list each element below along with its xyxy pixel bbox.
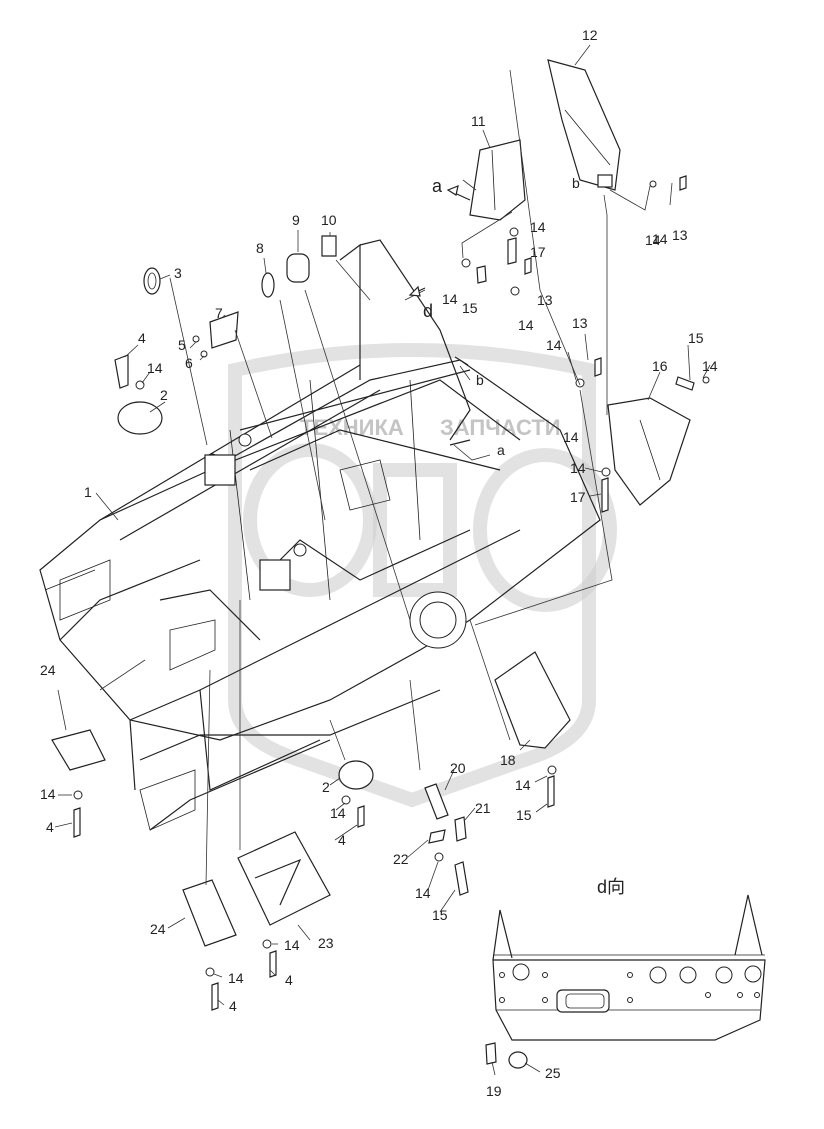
plate-7 <box>209 311 239 349</box>
view-marks: a a b b d d向 <box>423 175 625 897</box>
callout-14: 14 <box>702 358 718 374</box>
view-mark-a: a <box>432 176 443 196</box>
pin-20 <box>424 783 449 820</box>
callout-15: 15 <box>432 907 448 923</box>
callout-14: 14 <box>284 937 300 953</box>
callout-15: 15 <box>688 330 704 346</box>
callout-1: 1 <box>84 484 92 500</box>
parts <box>51 59 710 1011</box>
callout-6: 6 <box>185 355 193 371</box>
callout-17: 17 <box>530 244 546 260</box>
grommet-8 <box>261 272 275 298</box>
cover-23 <box>237 831 331 926</box>
callout-15: 15 <box>462 300 478 316</box>
callout-11: 11 <box>471 113 486 129</box>
callout-16: 16 <box>652 358 668 374</box>
callout-14: 14 <box>570 460 586 476</box>
callout-13: 13 <box>572 315 588 331</box>
callout-8: 8 <box>256 240 264 256</box>
callout-14: 14 <box>530 219 546 235</box>
bracket-11 <box>469 139 526 221</box>
callout-4: 4 <box>138 330 146 346</box>
callout-24: 24 <box>40 662 56 678</box>
callout-15: 15 <box>516 807 532 823</box>
view-mark-b: b <box>476 372 484 388</box>
callout-5: 5 <box>178 337 186 353</box>
view-d-detail <box>485 894 766 1069</box>
callout-19: 19 <box>486 1083 502 1099</box>
callout-labels: 1 2 2 3 4 4 4 4 4 5 6 7 8 9 10 11 12 13 … <box>40 27 718 1099</box>
view-mark-d: d <box>423 301 433 321</box>
callout-25: 25 <box>545 1065 561 1081</box>
callout-14: 14 <box>546 337 562 353</box>
callout-14: 14 <box>40 786 56 802</box>
fitting-25 <box>508 1051 528 1069</box>
callout-13: 13 <box>672 227 688 243</box>
callout-14: 14 <box>415 885 431 901</box>
callout-4: 4 <box>46 819 54 835</box>
callout-2: 2 <box>322 779 330 795</box>
callout-9: 9 <box>292 212 300 228</box>
callout-17: 17 <box>570 489 586 505</box>
watermark: ТЕХНИКА ЗАПЧАСТИ <box>228 343 617 808</box>
callout-14: 14 <box>518 317 534 333</box>
callout-3: 3 <box>174 265 182 281</box>
callout-14: 14 <box>442 291 458 307</box>
callout-14: 14 <box>645 232 661 248</box>
cover-24-left <box>51 729 106 771</box>
callout-13: 13 <box>537 292 553 308</box>
view-mark-b: b <box>572 175 580 191</box>
callout-14: 14 <box>330 805 346 821</box>
leader-lines <box>54 44 711 1076</box>
callout-4: 4 <box>285 972 293 988</box>
callout-21: 21 <box>475 800 491 816</box>
view-mark-a: a <box>497 442 505 458</box>
cover-18 <box>494 651 571 749</box>
callout-10: 10 <box>321 212 337 228</box>
callout-23: 23 <box>318 935 334 951</box>
callout-22: 22 <box>393 851 409 867</box>
callout-14: 14 <box>652 231 668 247</box>
grommet-3 <box>143 267 161 295</box>
callout-7: 7 <box>215 305 223 321</box>
bolt-4-top <box>114 354 129 389</box>
callout-2: 2 <box>160 387 168 403</box>
pin-10 <box>321 235 337 257</box>
cover-2-bottom <box>338 760 374 790</box>
callout-24: 24 <box>150 921 166 937</box>
callout-20: 20 <box>450 760 466 776</box>
bracket-16 <box>607 397 691 506</box>
cover-24-bottom <box>182 879 237 947</box>
view-arrows <box>408 185 471 446</box>
callout-18: 18 <box>500 752 516 768</box>
callout-14: 14 <box>515 777 531 793</box>
main-frame <box>39 239 601 831</box>
cover-2-top <box>117 401 163 435</box>
callout-4: 4 <box>229 998 237 1014</box>
callout-4: 4 <box>338 832 346 848</box>
clamp-22 <box>428 829 446 844</box>
fitting-19 <box>485 1042 497 1065</box>
callout-12: 12 <box>582 27 598 43</box>
bushing-9 <box>286 253 310 283</box>
callout-14: 14 <box>563 429 579 445</box>
callout-14: 14 <box>147 360 163 376</box>
fitting-21 <box>454 816 467 842</box>
view-d-label: d向 <box>597 877 625 897</box>
watermark-text-right: ЗАПЧАСТИ <box>440 415 561 440</box>
callout-14: 14 <box>228 970 244 986</box>
bracket-12 <box>547 59 621 191</box>
